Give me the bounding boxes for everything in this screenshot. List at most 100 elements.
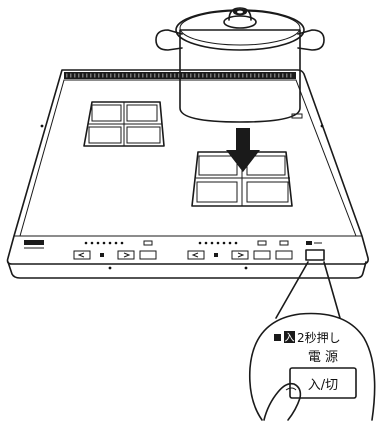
pot-handle-right	[297, 29, 325, 51]
vent-slot	[290, 73, 292, 78]
left-level-dot	[102, 241, 106, 245]
vent-slot	[70, 73, 72, 78]
left-timer-indicator	[143, 240, 153, 246]
vent-slot	[174, 73, 176, 78]
move-down-arrow-icon	[226, 128, 260, 172]
vent-slot	[230, 73, 232, 78]
vent-slot	[154, 73, 156, 78]
vent-slot	[82, 73, 84, 78]
cooktop-surface	[6, 69, 369, 265]
vent-slot	[106, 73, 108, 78]
vent-slot	[150, 73, 152, 78]
zone-right-q4	[246, 181, 289, 203]
vent-slot	[90, 73, 92, 78]
zone-left-q1	[91, 104, 122, 122]
enter-badge-glyph: 入	[285, 333, 295, 344]
vent-slot	[218, 73, 220, 78]
right-power-button[interactable]	[253, 250, 271, 260]
enter-badge	[284, 331, 295, 343]
right-down-button[interactable]	[187, 250, 205, 260]
left-level-dot	[90, 241, 94, 245]
vent-slot	[118, 73, 120, 78]
pot	[155, 7, 325, 123]
zone-left-q4	[126, 126, 161, 144]
left-up-button[interactable]	[117, 250, 135, 260]
power-level-dots-right	[198, 241, 238, 245]
vent-slot	[210, 73, 212, 78]
right-level-dot	[216, 241, 220, 245]
vent-slot	[138, 73, 140, 78]
right-mode-indicator	[214, 253, 218, 257]
vent-slot	[122, 73, 124, 78]
left-level-dot	[108, 241, 112, 245]
lid-knob	[228, 7, 252, 21]
vent-slot	[222, 73, 224, 78]
vent-slot	[142, 73, 144, 78]
fingernail	[285, 387, 297, 391]
main-power-button[interactable]	[305, 249, 325, 261]
right-level-dot	[210, 241, 214, 245]
right-down-chevron-icon	[191, 252, 199, 258]
vent-slot	[246, 73, 248, 78]
lid-knob-base	[223, 15, 257, 29]
zone-right-q1	[198, 155, 238, 176]
vent-slot	[134, 73, 136, 78]
vent-slot	[186, 73, 188, 78]
vent-slot	[86, 73, 88, 78]
zone-left-outline	[83, 101, 165, 147]
zone-left-q2	[126, 104, 158, 122]
vent-slot	[146, 73, 148, 78]
vent-slot	[242, 73, 244, 78]
left-up-chevron-icon	[123, 252, 131, 258]
brand-logo	[24, 240, 44, 245]
vent-slot	[170, 73, 172, 78]
left-down-button[interactable]	[73, 250, 91, 260]
left-level-dot	[114, 241, 118, 245]
vent-slot	[262, 73, 264, 78]
right-level-dot	[234, 241, 238, 245]
vent-slot	[258, 73, 260, 78]
vent-slot	[66, 73, 68, 78]
right-up-button[interactable]	[231, 250, 249, 260]
left-power-button[interactable]	[139, 250, 157, 260]
vent-slot	[238, 73, 240, 78]
vent-slot	[270, 73, 272, 78]
cooktop-inner-line	[19, 79, 357, 237]
cooktop-base	[7, 261, 367, 279]
vent-slot	[130, 73, 132, 78]
power-button-callout: 入 2秒押し 電 源 入/切	[248, 312, 376, 421]
pot-handle-left	[155, 29, 183, 51]
right-level-dot	[204, 241, 208, 245]
vent-slot	[234, 73, 236, 78]
vent-slot	[278, 73, 280, 78]
vent-slot	[94, 73, 96, 78]
main-power-indicator	[306, 241, 312, 245]
callout-bubble	[248, 312, 376, 421]
vent-slot	[214, 73, 216, 78]
right-level-dot	[198, 241, 202, 245]
power-button-label: 入/切	[308, 378, 338, 393]
vent-slot	[194, 73, 196, 78]
vent-slot	[102, 73, 104, 78]
right-level-dot	[228, 241, 232, 245]
control-panel	[24, 240, 325, 270]
pressing-finger	[263, 382, 302, 421]
callout-leader	[275, 261, 341, 319]
side-dot-left	[40, 124, 44, 128]
left-level-dot	[84, 241, 88, 245]
power-level-dots-left	[84, 241, 124, 245]
grill-button[interactable]	[275, 250, 293, 260]
vent-slot	[274, 73, 276, 78]
left-down-chevron-icon	[77, 252, 85, 258]
vent-slot	[226, 73, 228, 78]
vent-slot	[198, 73, 200, 78]
vent-slot	[162, 73, 164, 78]
power-caption: 電 源	[308, 350, 338, 365]
vent-slot	[206, 73, 208, 78]
left-mode-indicator	[100, 253, 104, 257]
vent-slot	[250, 73, 252, 78]
lid-knob-highlight	[237, 10, 243, 14]
zone-right-q3	[196, 181, 238, 203]
left-level-dot	[120, 241, 124, 245]
